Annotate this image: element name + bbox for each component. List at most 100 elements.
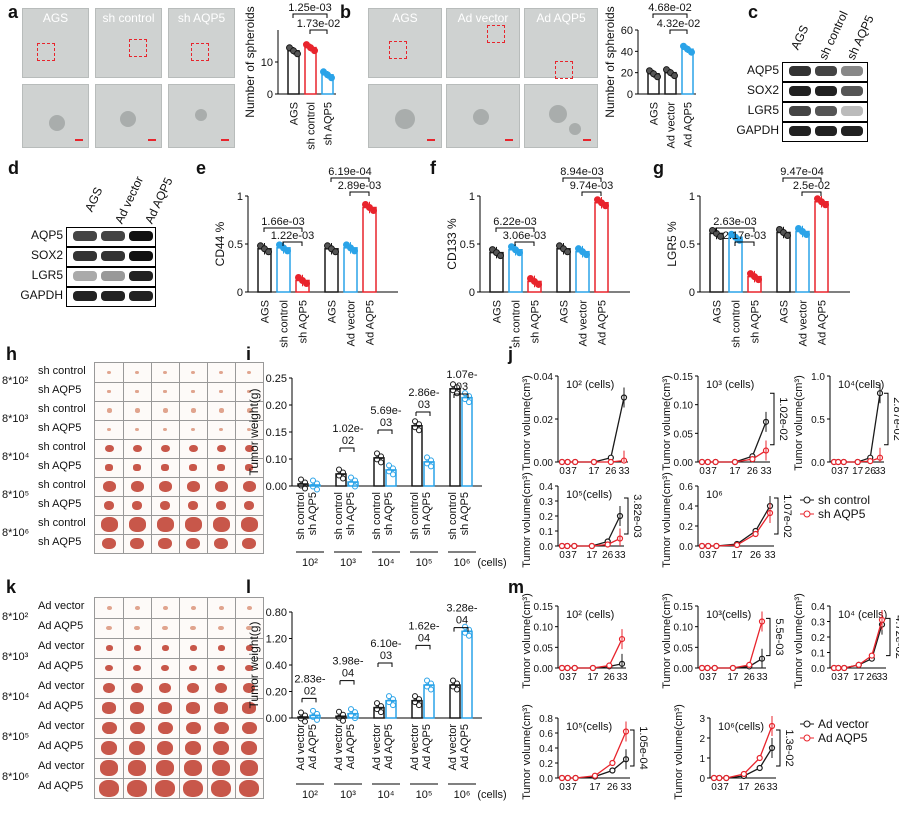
group-label: Ad AQP5 — [38, 700, 84, 712]
y-tick-label: 0.0 — [539, 542, 553, 553]
p-value: 6.10e- — [370, 638, 402, 650]
x-tick-label: Ad vector — [371, 724, 383, 771]
x-tick-label: 3 — [705, 466, 711, 477]
x-tick-label: 26 — [747, 466, 759, 477]
tumor — [216, 444, 226, 453]
tumor — [243, 501, 255, 510]
significance-bracket — [301, 697, 317, 703]
x-tick-label: 33 — [764, 550, 776, 561]
panel-label-g: g — [653, 158, 664, 178]
tumor — [134, 408, 140, 413]
significance-bracket — [377, 429, 393, 434]
significance-bracket — [886, 617, 891, 657]
blot-row-label: LGR5 — [31, 268, 63, 282]
data-point — [265, 248, 272, 256]
dose-label: 10⁴ — [378, 789, 395, 801]
tumor — [161, 645, 169, 651]
x-tick-label: Ad AQP5 — [307, 724, 319, 769]
dose-label: 10⁶ — [454, 557, 471, 569]
tumor — [107, 370, 111, 375]
legend-marker — [803, 720, 811, 728]
y-tick-label: 0.6 — [539, 729, 553, 740]
x-tick-label: 33 — [876, 672, 888, 683]
panel-label-b: b — [340, 2, 351, 22]
tumor — [247, 390, 251, 393]
bar — [362, 206, 377, 293]
data-point — [564, 774, 571, 782]
y-tick-label: 2 — [699, 734, 705, 745]
p-value: 1.02e- — [332, 423, 364, 435]
data-point — [298, 476, 304, 483]
data-point — [698, 458, 706, 466]
p-value: 02 — [304, 685, 316, 697]
data-point — [332, 248, 339, 256]
significance-bracket — [415, 411, 431, 416]
x-tick-label: 3 — [837, 672, 843, 683]
tumor — [189, 645, 197, 651]
y-tick-label: 0.10 — [674, 401, 694, 412]
data-point — [314, 486, 320, 493]
data-point — [558, 774, 566, 782]
x-tick-label: sh control — [731, 300, 743, 348]
panel-label-l: l — [246, 577, 252, 597]
data-point — [314, 710, 320, 717]
data-point — [351, 247, 358, 255]
x-tick-label: 7 — [711, 550, 717, 561]
data-point — [386, 462, 392, 469]
y-axis-label: Tumor volume(cm³) — [661, 375, 673, 471]
significance-bracket — [766, 617, 771, 657]
data-point — [717, 232, 724, 240]
x-tick-label: Ad vector — [409, 724, 421, 771]
data-point — [654, 73, 661, 81]
tumor — [215, 501, 227, 510]
tumor — [215, 682, 227, 694]
tumor — [99, 779, 119, 797]
data-point — [374, 456, 380, 463]
data-point — [348, 474, 354, 481]
tumor — [159, 501, 171, 510]
p-value: 5.5e-03 — [773, 618, 785, 655]
significance-bracket — [774, 497, 779, 535]
dose-label: 10⁴ — [378, 557, 395, 569]
tumor — [212, 741, 230, 756]
dose-label: 8*10² — [2, 611, 29, 623]
micrograph-a-1: AGS — [22, 8, 89, 78]
data-point — [712, 458, 719, 466]
data-point — [378, 459, 384, 466]
group-label: sh AQP5 — [38, 536, 82, 548]
bar — [556, 248, 571, 293]
tumor — [240, 741, 258, 756]
x-tick-label: Ad vector — [295, 724, 307, 771]
tumor — [128, 760, 146, 776]
x-tick-label: AGS — [559, 300, 571, 323]
data-point — [454, 680, 460, 687]
x-tick-label: 33 — [614, 550, 626, 561]
data-point — [589, 664, 597, 672]
tumor — [106, 625, 112, 631]
x-tick-label: Ad vector — [346, 300, 358, 347]
x-tick-label: 17 — [853, 672, 865, 683]
x-tick-label: 26 — [602, 550, 614, 561]
data-point — [328, 74, 335, 82]
significance-bracket — [495, 227, 535, 232]
bar — [304, 46, 317, 95]
y-tick-label: 0.00 — [674, 458, 694, 469]
tumor — [212, 760, 230, 776]
subplot-title: 10⁶ — [706, 489, 723, 501]
tumor — [214, 537, 228, 550]
y-axis-label: Number of spheroids — [243, 6, 257, 117]
data-point — [302, 485, 308, 492]
significance-bracket — [801, 191, 822, 196]
x-tick-label: AGS — [649, 102, 661, 125]
tumor — [214, 702, 228, 714]
data-point — [352, 483, 358, 490]
x-tick-label: 0 — [699, 550, 705, 561]
p-value: 2.5e-02 — [793, 180, 830, 192]
significance-bracket — [309, 29, 328, 34]
y-tick-label: 0.20 — [266, 687, 287, 699]
x-tick-label: 3 — [565, 550, 571, 561]
micrograph-b-zoom-3 — [524, 84, 598, 148]
tumor — [128, 517, 146, 532]
data-point — [348, 480, 354, 487]
